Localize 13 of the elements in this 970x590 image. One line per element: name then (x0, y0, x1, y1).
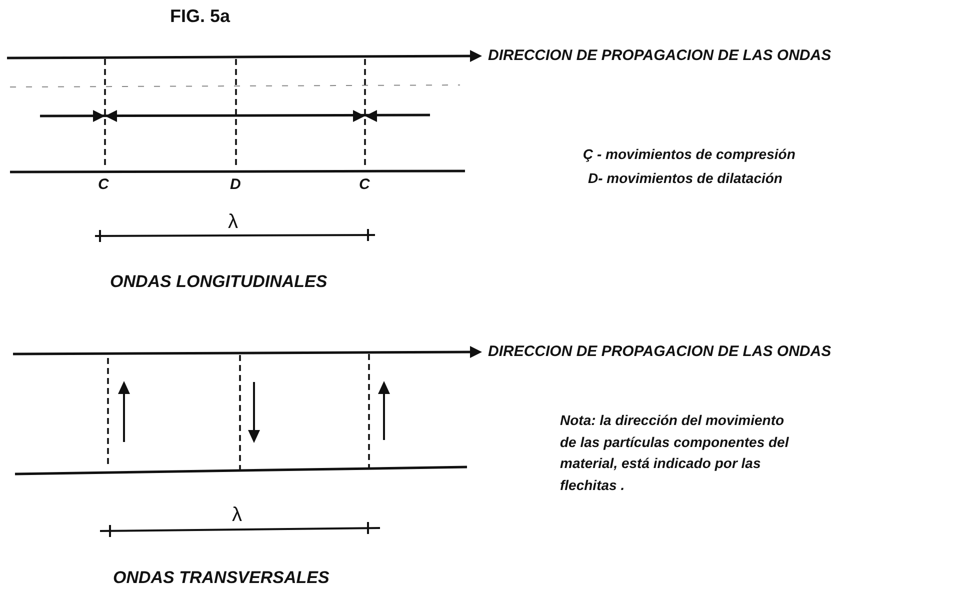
point-label: D (230, 176, 241, 194)
direction-label: DIRECCION DE PROPAGACION DE LAS ONDAS (488, 343, 832, 361)
point-label: C (98, 176, 109, 194)
note-text: Nota: la dirección del movimiento de las partículas componentes del material, está indicado por las flechitas . (560, 411, 790, 496)
wavelength-symbol: λ (228, 210, 238, 234)
direction-label: DIRECCION DE PROPAGACION DE LAS ONDAS (488, 47, 832, 65)
symbol-note: D- movimientos de dilatación (588, 170, 782, 187)
section-title: ONDAS TRANSVERSALES (113, 568, 330, 588)
wavelength-symbol: λ (232, 503, 242, 527)
figure-title: FIG. 5a (170, 6, 230, 28)
symbol-note: Ç - movimientos de compresión (583, 146, 796, 163)
point-label: C (359, 176, 370, 194)
section-title: ONDAS LONGITUDINALES (110, 272, 328, 292)
